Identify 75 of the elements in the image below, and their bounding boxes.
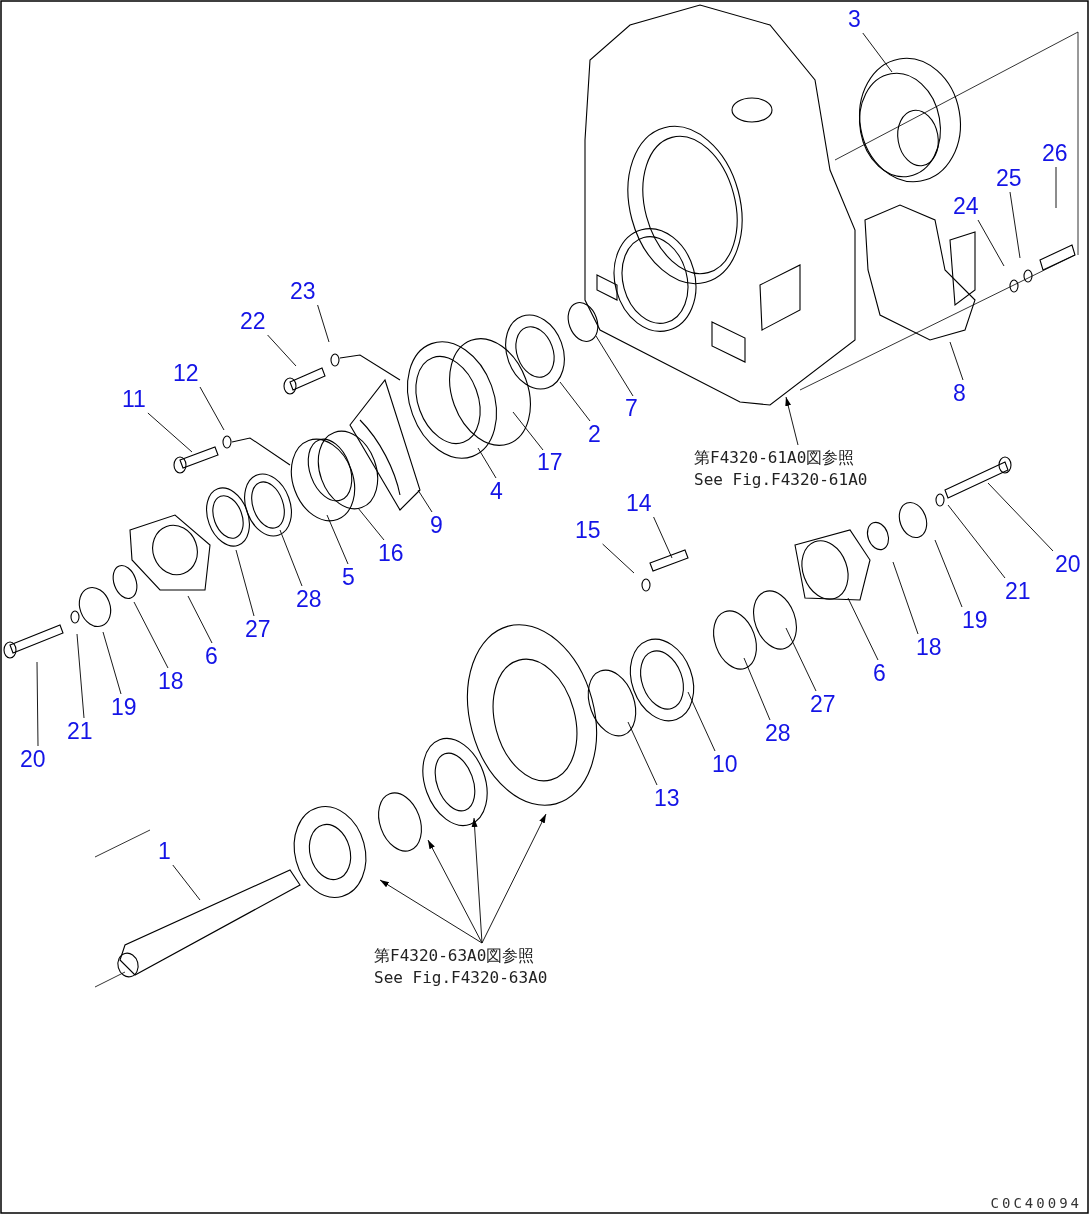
leader-line [279,529,303,587]
leader-line [172,864,201,901]
callout-number: 21 [67,720,93,743]
callout-number: 11 [122,388,146,411]
callout-number: 14 [626,492,652,515]
leader-line [133,601,169,669]
callout-number: 2 [588,423,601,446]
leader-line [949,341,964,381]
leader-line [317,304,330,343]
callout-number: 8 [953,382,966,405]
callout-number: 3 [848,8,861,31]
leader-line [76,633,85,719]
callout-number: 5 [342,566,355,589]
callout-number: 9 [430,514,443,537]
drawing-number: C0C40094 [990,1195,1082,1211]
leader-line [847,597,879,661]
callout-number: 27 [245,618,271,641]
callout-number: 4 [490,480,503,503]
leader-line [512,411,544,451]
callout-number: 1 [158,840,171,863]
leader-line [595,335,634,397]
leader-line [862,32,893,73]
leader-line [785,627,817,692]
leader-line [987,482,1054,552]
callout-number: 18 [916,636,942,659]
leader-line [743,657,771,721]
callout-number: 13 [654,787,680,810]
callout-number: 28 [296,588,322,611]
callout-number: 21 [1005,580,1031,603]
callout-number: 22 [240,310,266,333]
leader-line [1055,166,1057,209]
callout-number: 19 [111,696,137,719]
callout-number: 24 [953,195,979,218]
leader-line [417,489,433,513]
reference-note: 第F4320-63A0図参照 [374,945,536,967]
callout-number: 26 [1042,142,1068,165]
leader-line [102,631,122,695]
callout-number: 7 [625,397,638,420]
leader-line [602,543,635,574]
leader-line [1009,191,1021,259]
leader-line [977,219,1005,267]
leader-line [235,549,255,617]
leader-line [147,412,193,453]
callout-number: 6 [873,662,886,685]
leader-line [187,595,213,644]
callout-number: 20 [1055,553,1081,576]
leader-line [892,561,919,635]
leader-line [653,516,673,559]
callout-number: 12 [173,362,199,385]
leader-line [477,447,497,479]
leader-line [199,386,225,431]
leader-line [687,691,716,752]
callout-number: 16 [378,542,404,565]
callout-number: 19 [962,609,988,632]
leader-line [267,334,297,367]
leader-line [559,381,591,422]
reference-note: 第F4320-61A0図参照 [694,447,856,469]
callout-number: 17 [537,451,563,474]
callout-number: 28 [765,722,791,745]
leader-line [934,539,963,608]
leader-line [357,507,385,541]
callout-number: 10 [712,753,738,776]
callout-number: 25 [996,167,1022,190]
leader-line [36,661,39,747]
callout-number: 18 [158,670,184,693]
callout-number: 20 [20,748,46,771]
callout-number: 23 [290,280,316,303]
callout-number: 6 [205,645,218,668]
leader-line [326,514,349,565]
callout-number: 15 [575,519,601,542]
callout-number: 27 [810,693,836,716]
reference-note: See Fig.F4320-63A0 [374,966,548,989]
leader-line [947,504,1006,579]
leader-line [627,721,658,786]
reference-note: See Fig.F4320-61A0 [694,468,868,491]
